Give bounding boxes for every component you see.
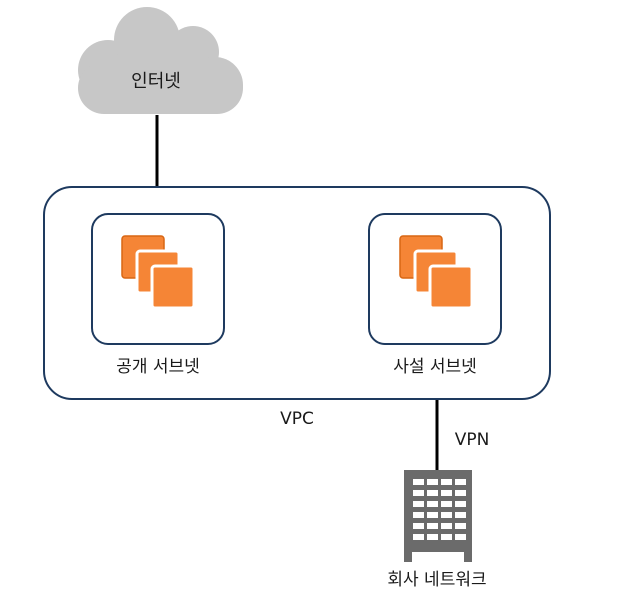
rack-cell xyxy=(413,512,424,518)
rack-cell xyxy=(427,512,438,518)
rack-cell xyxy=(455,490,466,496)
server-rack-icon xyxy=(404,470,472,562)
rack-cell xyxy=(413,534,424,540)
rack-cell xyxy=(441,501,452,507)
private-subnet-label: 사설 서브넷 xyxy=(393,357,477,377)
rack-cell xyxy=(455,501,466,507)
rack-cell xyxy=(441,479,452,485)
rack-cell xyxy=(441,490,452,496)
rack-cell xyxy=(413,479,424,485)
rack-cell xyxy=(427,501,438,507)
rack-cell xyxy=(413,501,424,507)
rack-cell xyxy=(427,479,438,485)
corporate-network-label: 회사 네트워크 xyxy=(387,570,486,590)
rack-cell xyxy=(413,490,424,496)
instances-icon xyxy=(399,235,474,310)
public-subnet-label: 공개 서브넷 xyxy=(116,357,200,377)
rack-cell xyxy=(413,523,424,529)
rack-cell xyxy=(441,534,452,540)
rack-cell xyxy=(455,523,466,529)
rack-cell xyxy=(427,534,438,540)
internet-label: 인터넷 xyxy=(131,71,181,92)
instances-icon xyxy=(121,235,196,310)
vpc-label: VPC xyxy=(280,409,314,429)
rack-cell xyxy=(455,512,466,518)
rack-cell xyxy=(427,490,438,496)
cloud-icon xyxy=(78,7,243,114)
rack-cell xyxy=(455,534,466,540)
rack-cell xyxy=(441,523,452,529)
vpn-label: VPN xyxy=(455,430,490,450)
rack-cell xyxy=(441,512,452,518)
rack-cell xyxy=(427,523,438,529)
rack-cell xyxy=(455,479,466,485)
